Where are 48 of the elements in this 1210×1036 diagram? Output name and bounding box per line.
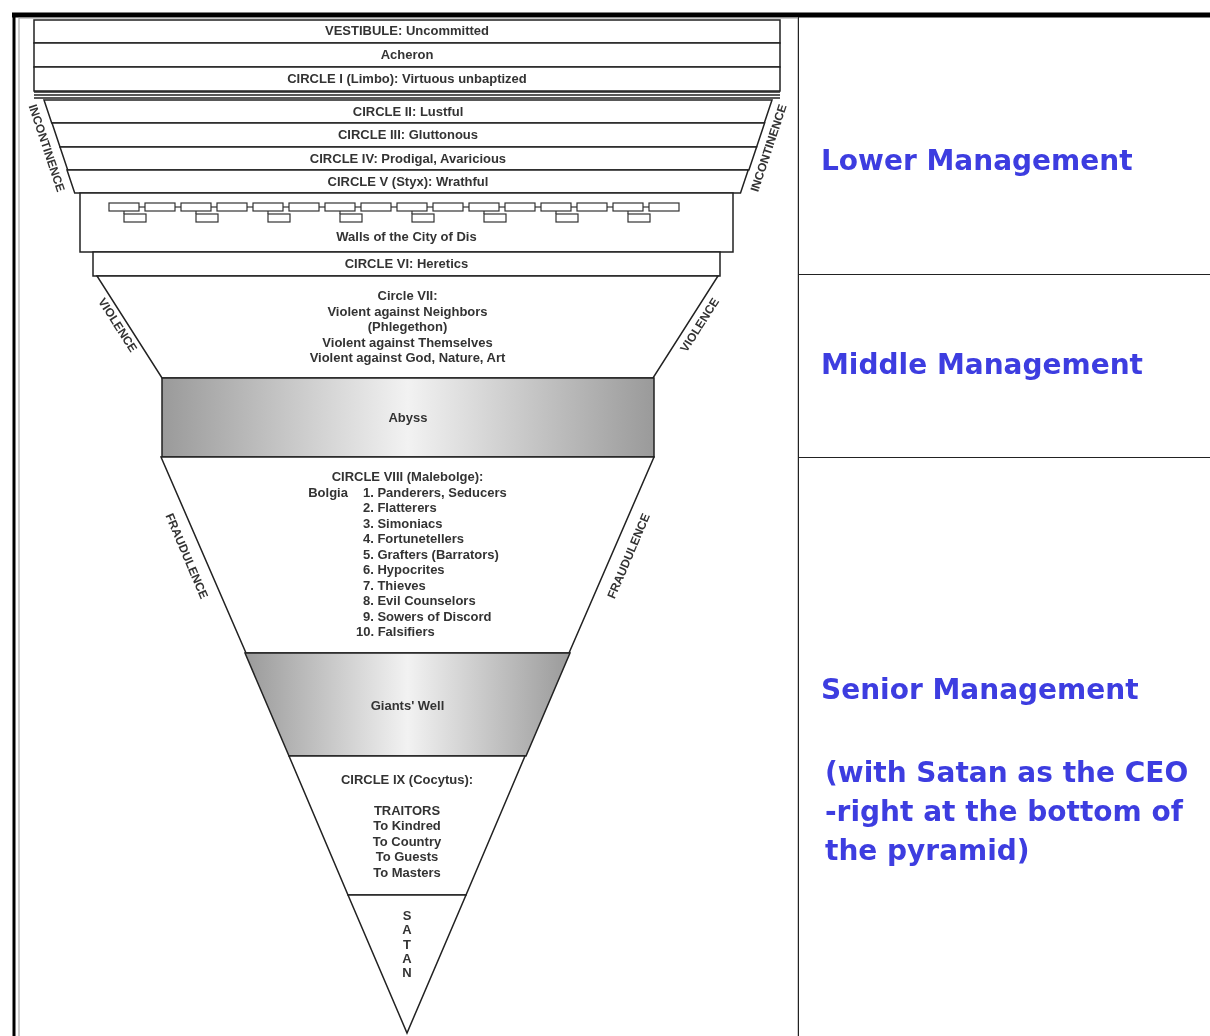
band-label: CIRCLE II: Lustful bbox=[351, 104, 465, 120]
management-label: Lower Management bbox=[821, 143, 1133, 179]
band-label: CIRCLE VI: Heretics bbox=[343, 256, 470, 272]
circle-band bbox=[93, 252, 720, 276]
circle-heading: CIRCLE VIII (Malebolge): bbox=[330, 469, 485, 485]
circle-band bbox=[289, 756, 525, 895]
circle-band bbox=[80, 193, 733, 252]
band-label: Acheron bbox=[379, 47, 435, 63]
band-label: Giants' Well bbox=[369, 698, 446, 714]
bolgia-label: Bolgia bbox=[308, 484, 348, 500]
management-cell bbox=[798, 275, 1210, 458]
management-label: Middle Management bbox=[821, 347, 1143, 383]
circle-heading: CIRCLE IX (Cocytus): bbox=[339, 772, 475, 788]
band-label: Walls of the City of Dis bbox=[335, 229, 478, 245]
management-label: (with Satan as the CEO -right at the bottom of the pyramid) bbox=[825, 755, 1190, 869]
band-label: TRAITORS bbox=[372, 802, 442, 818]
band-label: Abyss bbox=[387, 410, 429, 426]
band-label: CIRCLE IV: Prodigal, Avaricious bbox=[308, 151, 508, 167]
bolgia-item: 7. Thieves bbox=[361, 577, 427, 593]
vertical-label: SATAN bbox=[401, 909, 413, 981]
band-label: CIRCLE I (Limbo): Virtuous unbaptized bbox=[286, 71, 528, 87]
bolgia-item: 3. Simoniacs bbox=[361, 515, 444, 531]
shaded-band bbox=[162, 378, 654, 457]
bolgia-item: 5. Grafters (Barrators) bbox=[361, 546, 500, 562]
bolgia-item: 6. Hypocrites bbox=[361, 562, 446, 578]
band-label: CIRCLE III: Gluttonous bbox=[336, 127, 480, 143]
band-label: CIRCLE V (Styx): Wrathful bbox=[326, 174, 490, 190]
circle-band bbox=[67, 170, 749, 193]
circle-band bbox=[161, 457, 654, 653]
band-label: To Kindred bbox=[372, 818, 442, 834]
band-label: To Guests bbox=[374, 849, 440, 865]
band-label: Violent against God, Nature, Art bbox=[308, 350, 507, 366]
satan-triangle bbox=[348, 895, 466, 1033]
band-label: To Country bbox=[371, 833, 443, 849]
circle-band bbox=[97, 276, 718, 378]
bolgia-item: 1. Panderers, Seducers bbox=[361, 484, 507, 500]
circle-band bbox=[34, 20, 780, 43]
circle-band bbox=[34, 67, 780, 91]
bolgia-item: 10. Falsifiers bbox=[355, 624, 436, 640]
bolgia-item: 8. Evil Counselors bbox=[361, 593, 477, 609]
bolgia-item: 4. Fortunetellers bbox=[361, 531, 466, 547]
bolgia-item: 2. Flatterers bbox=[361, 500, 438, 516]
circle-band bbox=[34, 43, 780, 67]
management-label: Senior Management bbox=[821, 672, 1139, 708]
band-label: To Masters bbox=[372, 864, 442, 880]
bolgia-item: 9. Sowers of Discord bbox=[361, 608, 493, 624]
band-label: VESTIBULE: Uncommitted bbox=[324, 23, 490, 39]
management-cell bbox=[798, 17, 1210, 275]
